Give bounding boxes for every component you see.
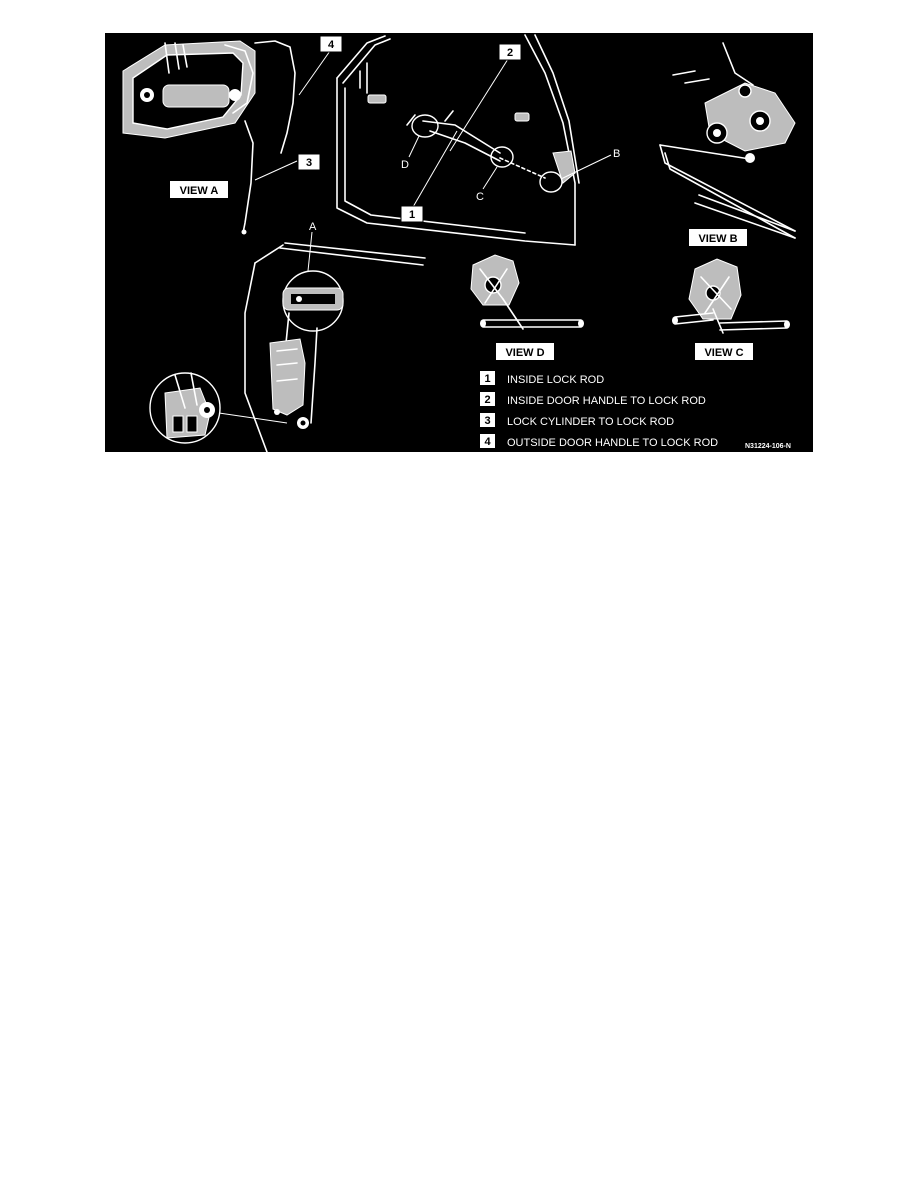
letter-b: B xyxy=(613,148,620,160)
view-d-drawing xyxy=(470,254,584,330)
view-d-text: VIEW D xyxy=(505,347,544,359)
view-c-text: VIEW C xyxy=(704,347,743,359)
door-lock-rod-diagram: 4 3 VIEW A 2 1 xyxy=(105,33,813,452)
callout-1: 1 xyxy=(400,130,458,223)
letter-a: A xyxy=(309,221,317,233)
legend-item-text: OUTSIDE DOOR HANDLE TO LOCK ROD xyxy=(507,437,718,449)
legend-item: 3 LOCK CYLINDER TO LOCK ROD xyxy=(480,413,674,428)
view-b-text: VIEW B xyxy=(698,233,737,245)
legend-item-number: 4 xyxy=(484,436,491,448)
callout-1-number: 1 xyxy=(409,209,415,221)
callout-2-number: 2 xyxy=(507,47,513,59)
legend-item-text: INSIDE DOOR HANDLE TO LOCK ROD xyxy=(507,395,706,407)
detail-circle-drawing xyxy=(149,372,288,444)
view-a-text: VIEW A xyxy=(180,185,219,197)
legend-item: 1 INSIDE LOCK ROD xyxy=(480,371,604,386)
view-b-drawing xyxy=(659,42,796,239)
callout-4: 4 xyxy=(298,35,343,96)
callout-2: 2 xyxy=(449,43,522,152)
legend-item-number: 3 xyxy=(484,415,490,427)
legend-item: 4 OUTSIDE DOOR HANDLE TO LOCK ROD xyxy=(480,434,718,449)
callout-4-number: 4 xyxy=(328,39,335,51)
door-skin-drawing xyxy=(244,242,426,452)
view-c-label: VIEW C xyxy=(695,343,753,360)
letter-d: D xyxy=(401,159,409,171)
callout-3-number: 3 xyxy=(306,157,312,169)
legend-item-number: 1 xyxy=(484,373,490,385)
letter-c: C xyxy=(476,191,484,203)
legend-item-text: LOCK CYLINDER TO LOCK ROD xyxy=(507,416,674,428)
view-d-label: VIEW D xyxy=(496,343,554,360)
legend: 1 INSIDE LOCK ROD 2 INSIDE DOOR HANDLE T… xyxy=(480,371,718,449)
view-a-label: VIEW A xyxy=(170,181,228,198)
view-a-handle-drawing xyxy=(122,40,296,235)
legend-item-text: INSIDE LOCK ROD xyxy=(507,374,604,386)
view-c-drawing xyxy=(672,258,790,334)
legend-item: 2 INSIDE DOOR HANDLE TO LOCK ROD xyxy=(480,392,706,407)
legend-item-number: 2 xyxy=(484,394,490,406)
callout-3: 3 xyxy=(254,153,321,181)
part-number: N31224-106-N xyxy=(745,443,791,450)
view-b-label: VIEW B xyxy=(689,229,747,246)
